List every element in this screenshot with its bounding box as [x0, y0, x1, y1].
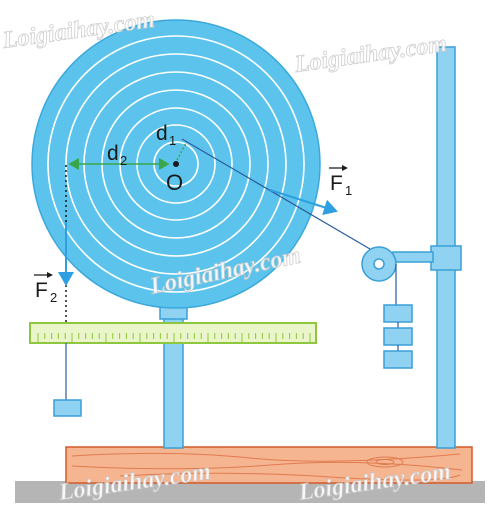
- label-f1: F: [330, 172, 343, 195]
- label-f1-sub: 1: [345, 183, 352, 198]
- weight-stack-right: [383, 304, 413, 369]
- label-f2-group: F 2: [34, 272, 57, 305]
- distance-d1-mark: [176, 142, 187, 161]
- floor: [15, 481, 485, 503]
- label-f1-group: F 1: [329, 165, 352, 198]
- label-d1: d: [156, 122, 168, 145]
- label-f2: F: [35, 279, 48, 302]
- force-f1-arrow: [269, 189, 338, 215]
- wooden-base: [65, 446, 473, 484]
- rod-clamp: [430, 245, 462, 271]
- label-d1-sub: 1: [169, 133, 176, 148]
- label-f2-sub: 2: [50, 290, 57, 305]
- label-d2-sub: 2: [120, 153, 127, 168]
- ruler: [29, 322, 317, 344]
- watermark: Loigiaihay.com: [292, 31, 448, 78]
- pivot-point: [173, 161, 179, 167]
- label-d2: d: [107, 142, 119, 165]
- weight-left: [53, 399, 82, 417]
- label-center: O: [166, 170, 183, 195]
- string-to-pulley: [181, 138, 371, 250]
- pulley-arm: [392, 251, 434, 263]
- pulley: [361, 246, 397, 282]
